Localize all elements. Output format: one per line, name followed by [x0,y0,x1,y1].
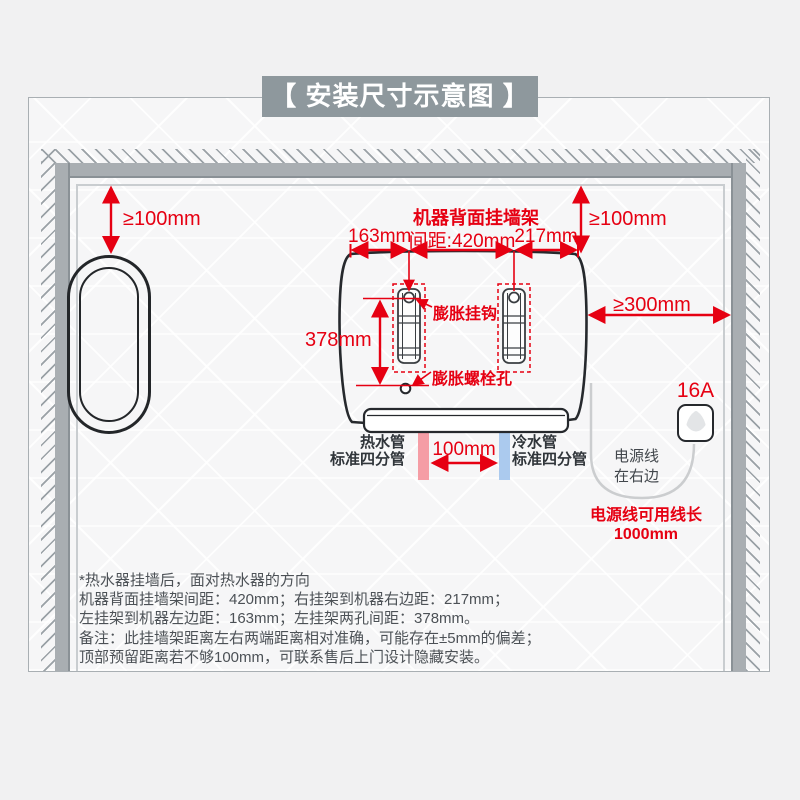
wall-right [731,163,746,671]
bracket-title: 机器背面挂墙架 [413,208,539,228]
wall-top [55,163,746,178]
cold-pipe-label: 冷水管 标准四分管 [512,434,588,468]
cold-water-pipe [499,432,510,480]
page-title: 【 安装尺寸示意图 】 [262,76,538,117]
wall-innerline-left [76,184,78,671]
power-cord [589,383,696,500]
mounting-bracket-right [497,283,531,373]
power-cord-length-label: 电源线可用线长 1000mm [589,507,702,543]
dim-top-right-clearance: ≥100mm [589,208,667,230]
hook-hole-left [403,291,415,304]
power-socket [677,404,714,442]
hot-pipe-label: 热水管 标准四分管 [329,434,405,468]
dim-right-offset: 217mm [514,226,578,247]
wall-innerline-top [76,184,725,186]
dim-hole-spacing: 378mm [305,329,372,351]
hot-water-pipe [418,432,429,480]
heater-body-outline [338,249,588,426]
diagram-line-art [102,185,732,500]
note-line: 顶部预留距离若不够100mm，可联系售后上门设计隐藏安装。 [79,648,490,666]
heater-bottom-rail [362,407,570,434]
hook-hole-right [508,291,520,304]
installation-notes: *热水器挂墙后，面对热水器的方向 机器背面挂墙架间距：420mm；右挂架到机器右… [79,571,541,667]
socket-rating-label: 16A [676,379,715,402]
diagram-canvas: ≥100mm ≥100mm ≥300mm 机器背面挂墙架 163mm 间距:42… [28,97,770,672]
note-line: 左挂架到机器左边距：163mm；左挂架两孔间距：378mm。 [79,610,480,628]
dim-pipe-spacing: 100mm [432,439,496,460]
dim-bracket-spacing: 间距:420mm [408,231,516,252]
mounting-bracket-left [392,283,426,373]
wall-left [55,163,70,671]
dim-left-offset: 163mm [348,226,412,247]
dim-right-clearance: ≥300mm [613,294,691,316]
vertical-cylinder-inner-outline [79,267,139,422]
bolt-hole-label: 膨胀螺栓孔 [432,371,513,388]
power-cord-side-label: 电源线 在右边 [614,448,660,485]
note-line: *热水器挂墙后，面对热水器的方向 [79,572,310,589]
vertical-cylinder-outline [67,255,151,434]
note-line: 机器背面挂墙架间距：420mm；右挂架到机器右边距：217mm； [79,591,510,609]
wall-hatch-right [746,149,760,671]
wall-innerline-right [723,184,725,671]
wall-hatch-left [41,149,55,671]
hook-label: 膨胀挂钩 [433,306,498,323]
wall-hatch-top [41,149,760,163]
dim-top-left-clearance: ≥100mm [123,208,201,230]
socket-pin-icon [686,411,705,432]
note-line: 备注：此挂墙架距离左右两端距离相对准确，可能存在±5mm的偏差； [79,629,541,647]
